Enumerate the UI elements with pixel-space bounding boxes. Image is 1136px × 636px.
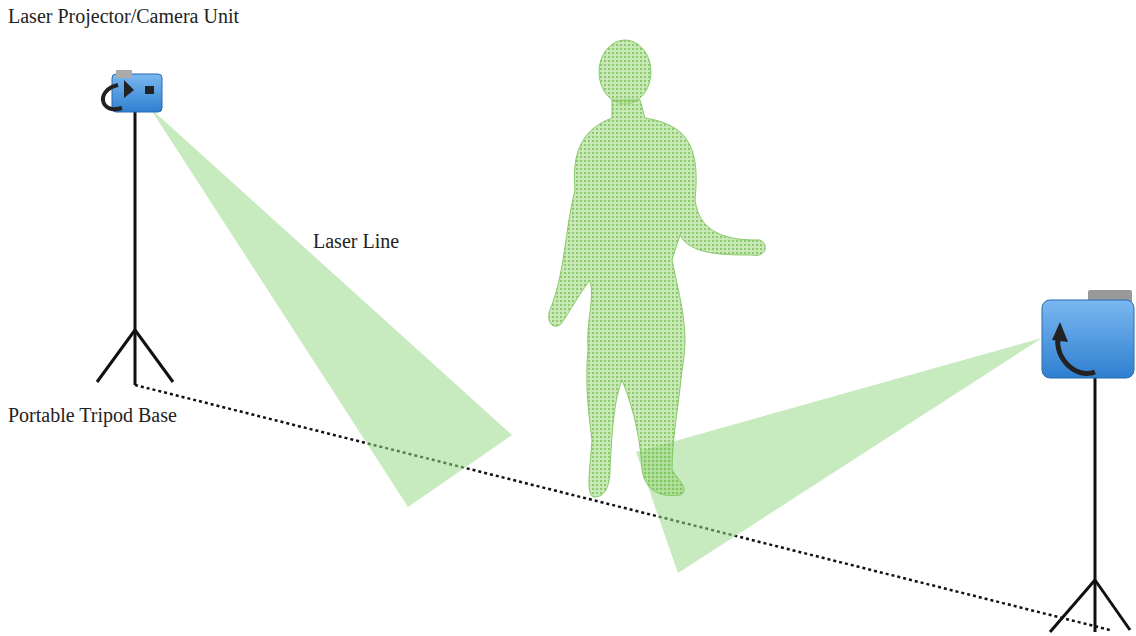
text-label: Laser Line [313,230,399,252]
baseline [135,385,1110,630]
left-projector-unit [103,70,162,112]
text-label: Laser Projector/Camera Unit [8,5,239,27]
laser-beam [150,108,512,507]
human-point-cloud [549,40,766,497]
laser-beam [636,338,1042,573]
right-tripod [1050,378,1130,632]
right-projector-unit [1042,290,1134,378]
left-tripod [97,112,173,385]
text-label: Portable Tripod Base [8,404,177,426]
